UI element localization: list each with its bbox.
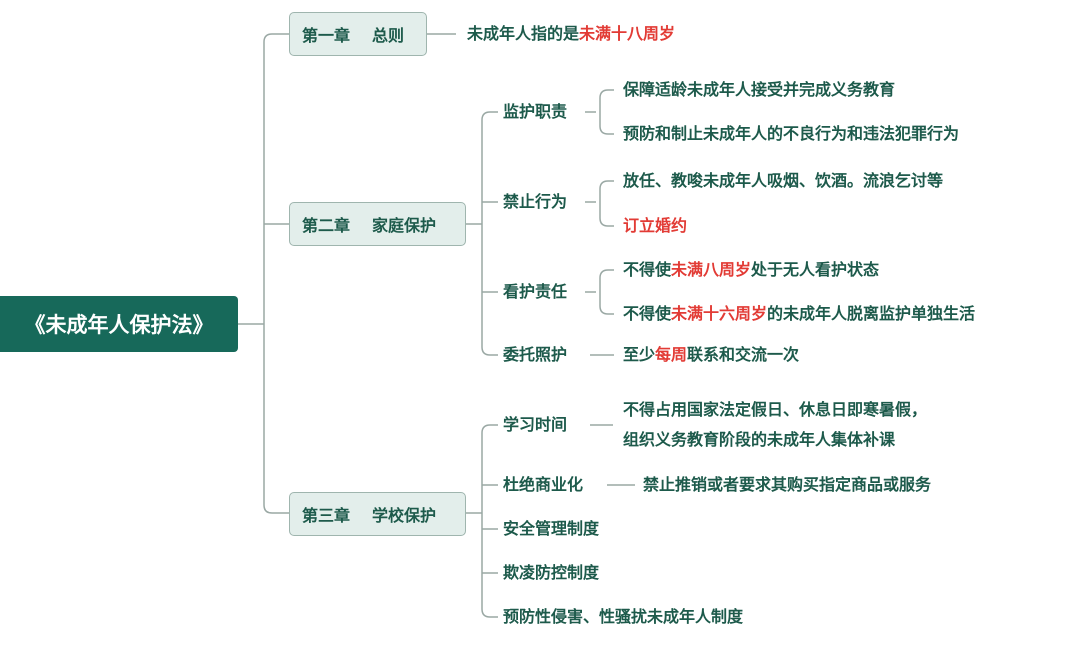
chapter-name: 家庭保护 <box>372 216 437 235</box>
topic-node[interactable]: 欺凌防控制度 <box>503 563 600 582</box>
detail-text: 不得占用国家法定假日、休息日即寒暑假， <box>623 400 928 419</box>
detail-text: 不得使未满十六周岁的未成年人脱离监护单独生活 <box>623 304 975 324</box>
chapter-name: 总则 <box>372 26 405 45</box>
detail-text: 组织义务教育阶段的未成年人集体补课 <box>623 430 896 449</box>
root-title: 《未成年人保护法》 <box>24 313 214 337</box>
highlight: 未满十六周岁 <box>671 304 768 323</box>
chapter-number: 第二章 <box>302 216 351 235</box>
topic-node[interactable]: 预防性侵害、性骚扰未成年人制度 <box>503 607 744 626</box>
detail-text: 保障适龄未成年人接受并完成义务教育 <box>623 80 896 99</box>
text: 处于无人看护状态 <box>751 260 880 279</box>
highlight: 未满八周岁 <box>671 260 752 279</box>
topic-node[interactable]: 委托照护 <box>503 345 568 364</box>
chapter-2-node[interactable]: 第二章 家庭保护 <box>289 202 466 246</box>
text: 不得使 <box>623 304 672 323</box>
note-text: 未成年人指的是 <box>467 24 580 43</box>
detail-text: 至少每周联系和交流一次 <box>623 345 799 365</box>
chapter-number: 第三章 <box>302 506 351 525</box>
chapter-name: 学校保护 <box>372 506 437 525</box>
detail-text: 放任、教唆未成年人吸烟、饮酒。流浪乞讨等 <box>623 171 944 190</box>
text: 不得使 <box>623 260 672 279</box>
text: 至少 <box>623 345 656 364</box>
note-highlight: 未满十八周岁 <box>579 24 676 43</box>
chapter-number: 第一章 <box>302 26 351 45</box>
detail-text: 不得使未满八周岁处于无人看护状态 <box>623 260 879 280</box>
topic-node[interactable]: 安全管理制度 <box>503 519 600 538</box>
root-node[interactable]: 《未成年人保护法》 <box>0 296 238 352</box>
text: 的未成年人脱离监护单独生活 <box>767 304 976 323</box>
topic-node[interactable]: 看护责任 <box>503 282 568 301</box>
topic-node[interactable]: 杜绝商业化 <box>503 475 584 494</box>
highlight: 每周 <box>655 345 688 364</box>
topic-node[interactable]: 监护职责 <box>503 102 568 121</box>
detail-text: 禁止推销或者要求其购买指定商品或服务 <box>643 475 932 494</box>
chapter-1-note: 未成年人指的是未满十八周岁 <box>467 24 675 44</box>
topic-node[interactable]: 禁止行为 <box>503 192 568 211</box>
detail-text-highlight: 订立婚约 <box>623 216 688 235</box>
chapter-3-node[interactable]: 第三章 学校保护 <box>289 492 466 536</box>
detail-text: 预防和制止未成年人的不良行为和违法犯罪行为 <box>623 124 960 143</box>
topic-node[interactable]: 学习时间 <box>503 415 568 434</box>
chapter-1-node[interactable]: 第一章 总则 <box>289 12 427 56</box>
text: 联系和交流一次 <box>687 345 800 364</box>
